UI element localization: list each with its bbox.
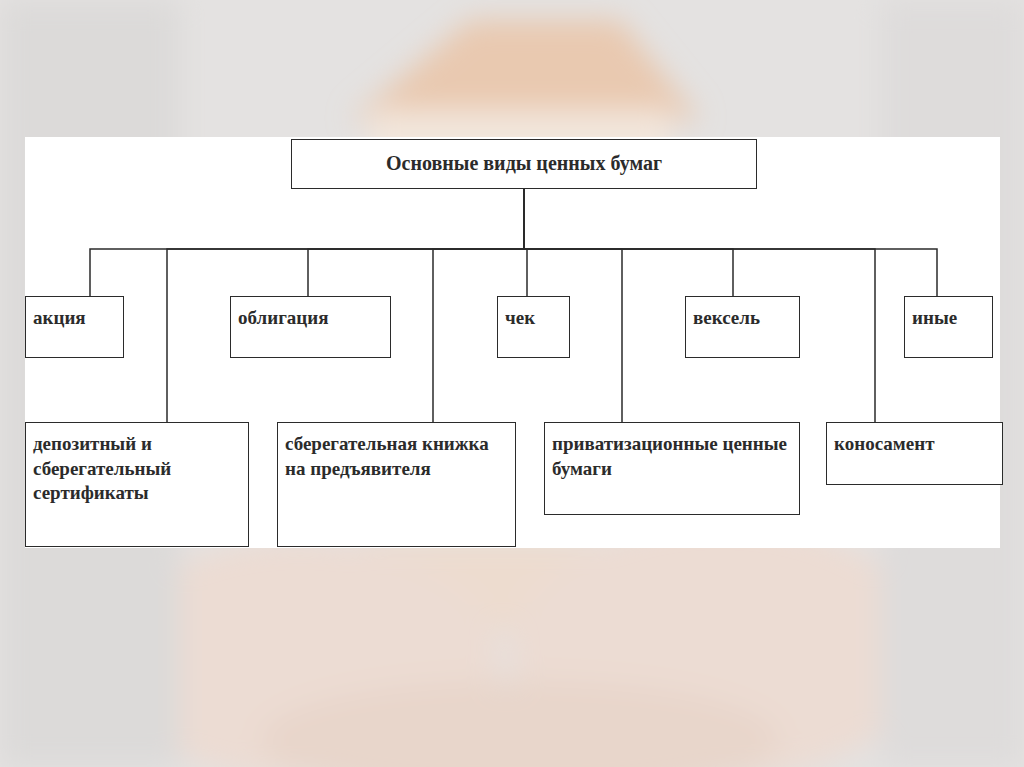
node-label: депозитный и сберегательный сертификаты	[33, 432, 241, 506]
node-label: иные	[912, 306, 985, 331]
node-label: облигация	[238, 306, 383, 331]
tree-connector	[308, 189, 524, 296]
node-label: Основные виды ценных бумаг	[302, 150, 746, 176]
node-label: акция	[33, 306, 116, 331]
node-label: коносамент	[834, 432, 995, 457]
type-box: иные	[904, 296, 993, 358]
type-box: приватизационные ценные бумаги	[544, 422, 800, 515]
diagram-panel	[25, 137, 1000, 548]
type-box: депозитный и сберегательный сертификаты	[25, 422, 249, 547]
tree-connector	[167, 189, 524, 422]
type-box: облигация	[230, 296, 391, 358]
type-box: вексель	[685, 296, 800, 358]
root-box: Основные виды ценных бумаг	[291, 139, 757, 189]
node-label: чек	[505, 306, 562, 331]
type-box: чек	[497, 296, 570, 358]
type-box: акция	[25, 296, 124, 358]
node-label: вексель	[693, 306, 792, 331]
node-label: приватизационные ценные бумаги	[552, 432, 792, 481]
type-box: коносамент	[826, 422, 1003, 485]
type-box: сберегательная книжка на предъявителя	[277, 422, 516, 547]
tree-connector	[524, 189, 875, 422]
tree-connector	[90, 189, 524, 296]
tree-connector	[524, 189, 733, 296]
node-label: сберегательная книжка на предъявителя	[285, 432, 508, 481]
